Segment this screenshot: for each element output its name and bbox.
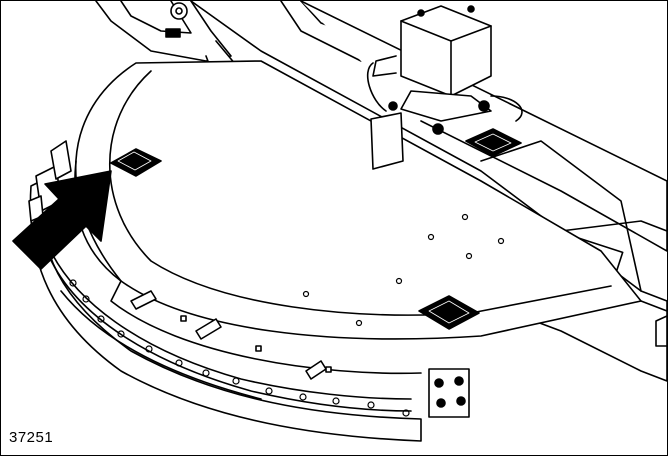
- rail-decal: [465, 128, 522, 157]
- skirt-bolt-holes: [69, 279, 410, 417]
- safety-decal: [110, 148, 162, 177]
- callout-arrow-icon: [12, 170, 112, 270]
- deck-housing: [74, 60, 642, 375]
- warning-decal: [418, 295, 480, 330]
- deck-holes: [302, 213, 505, 327]
- figure-number: 37251: [9, 429, 54, 446]
- bolt-plate: [428, 368, 470, 418]
- deck-skirt: [29, 180, 422, 442]
- hydraulic-motor: [366, 5, 523, 170]
